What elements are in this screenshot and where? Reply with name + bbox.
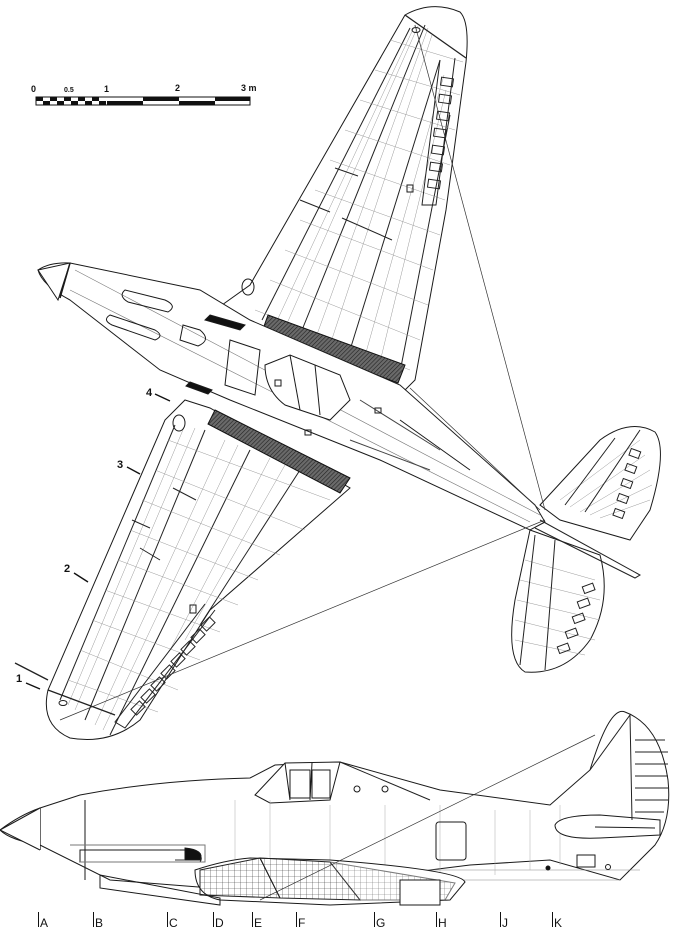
side-view (0, 710, 670, 906)
left-wing (14, 399, 351, 741)
right-tailplane (539, 426, 661, 541)
scale-label-2: 2 (175, 83, 181, 93)
construction-lines (59, 24, 546, 721)
fuselage-station-c: C (167, 912, 178, 929)
fuselage-station-j: J (500, 912, 508, 929)
wing-station-4: 4 (146, 387, 153, 399)
wing-station-1: 1 (16, 673, 23, 685)
fuselage-station-h: H (436, 912, 447, 929)
scale-label-1: 1 (104, 84, 110, 94)
scale-label-3m: 3 m (241, 83, 257, 93)
fuselage-station-b: B (93, 912, 103, 929)
scale-bar (35, 96, 251, 106)
fuselage-station-e: E (252, 912, 262, 929)
fuselage-station-f: F (296, 912, 305, 929)
wing-station-2: 2 (64, 563, 71, 575)
fuselage-station-g: G (374, 912, 385, 929)
wing-station-leaders (25, 393, 171, 690)
fuselage-top (37, 262, 546, 531)
right-wing (221, 6, 468, 391)
wing-station-3: 3 (117, 459, 124, 471)
fuselage-station-d: D (213, 912, 224, 929)
fuselage-station-k: K (552, 912, 562, 929)
left-tailplane (511, 519, 642, 673)
scale-label-0.5: 0.5 (64, 87, 74, 94)
fuselage-station-a: A (38, 912, 48, 929)
scale-label-0: 0 (31, 84, 37, 94)
top-view (14, 6, 661, 741)
